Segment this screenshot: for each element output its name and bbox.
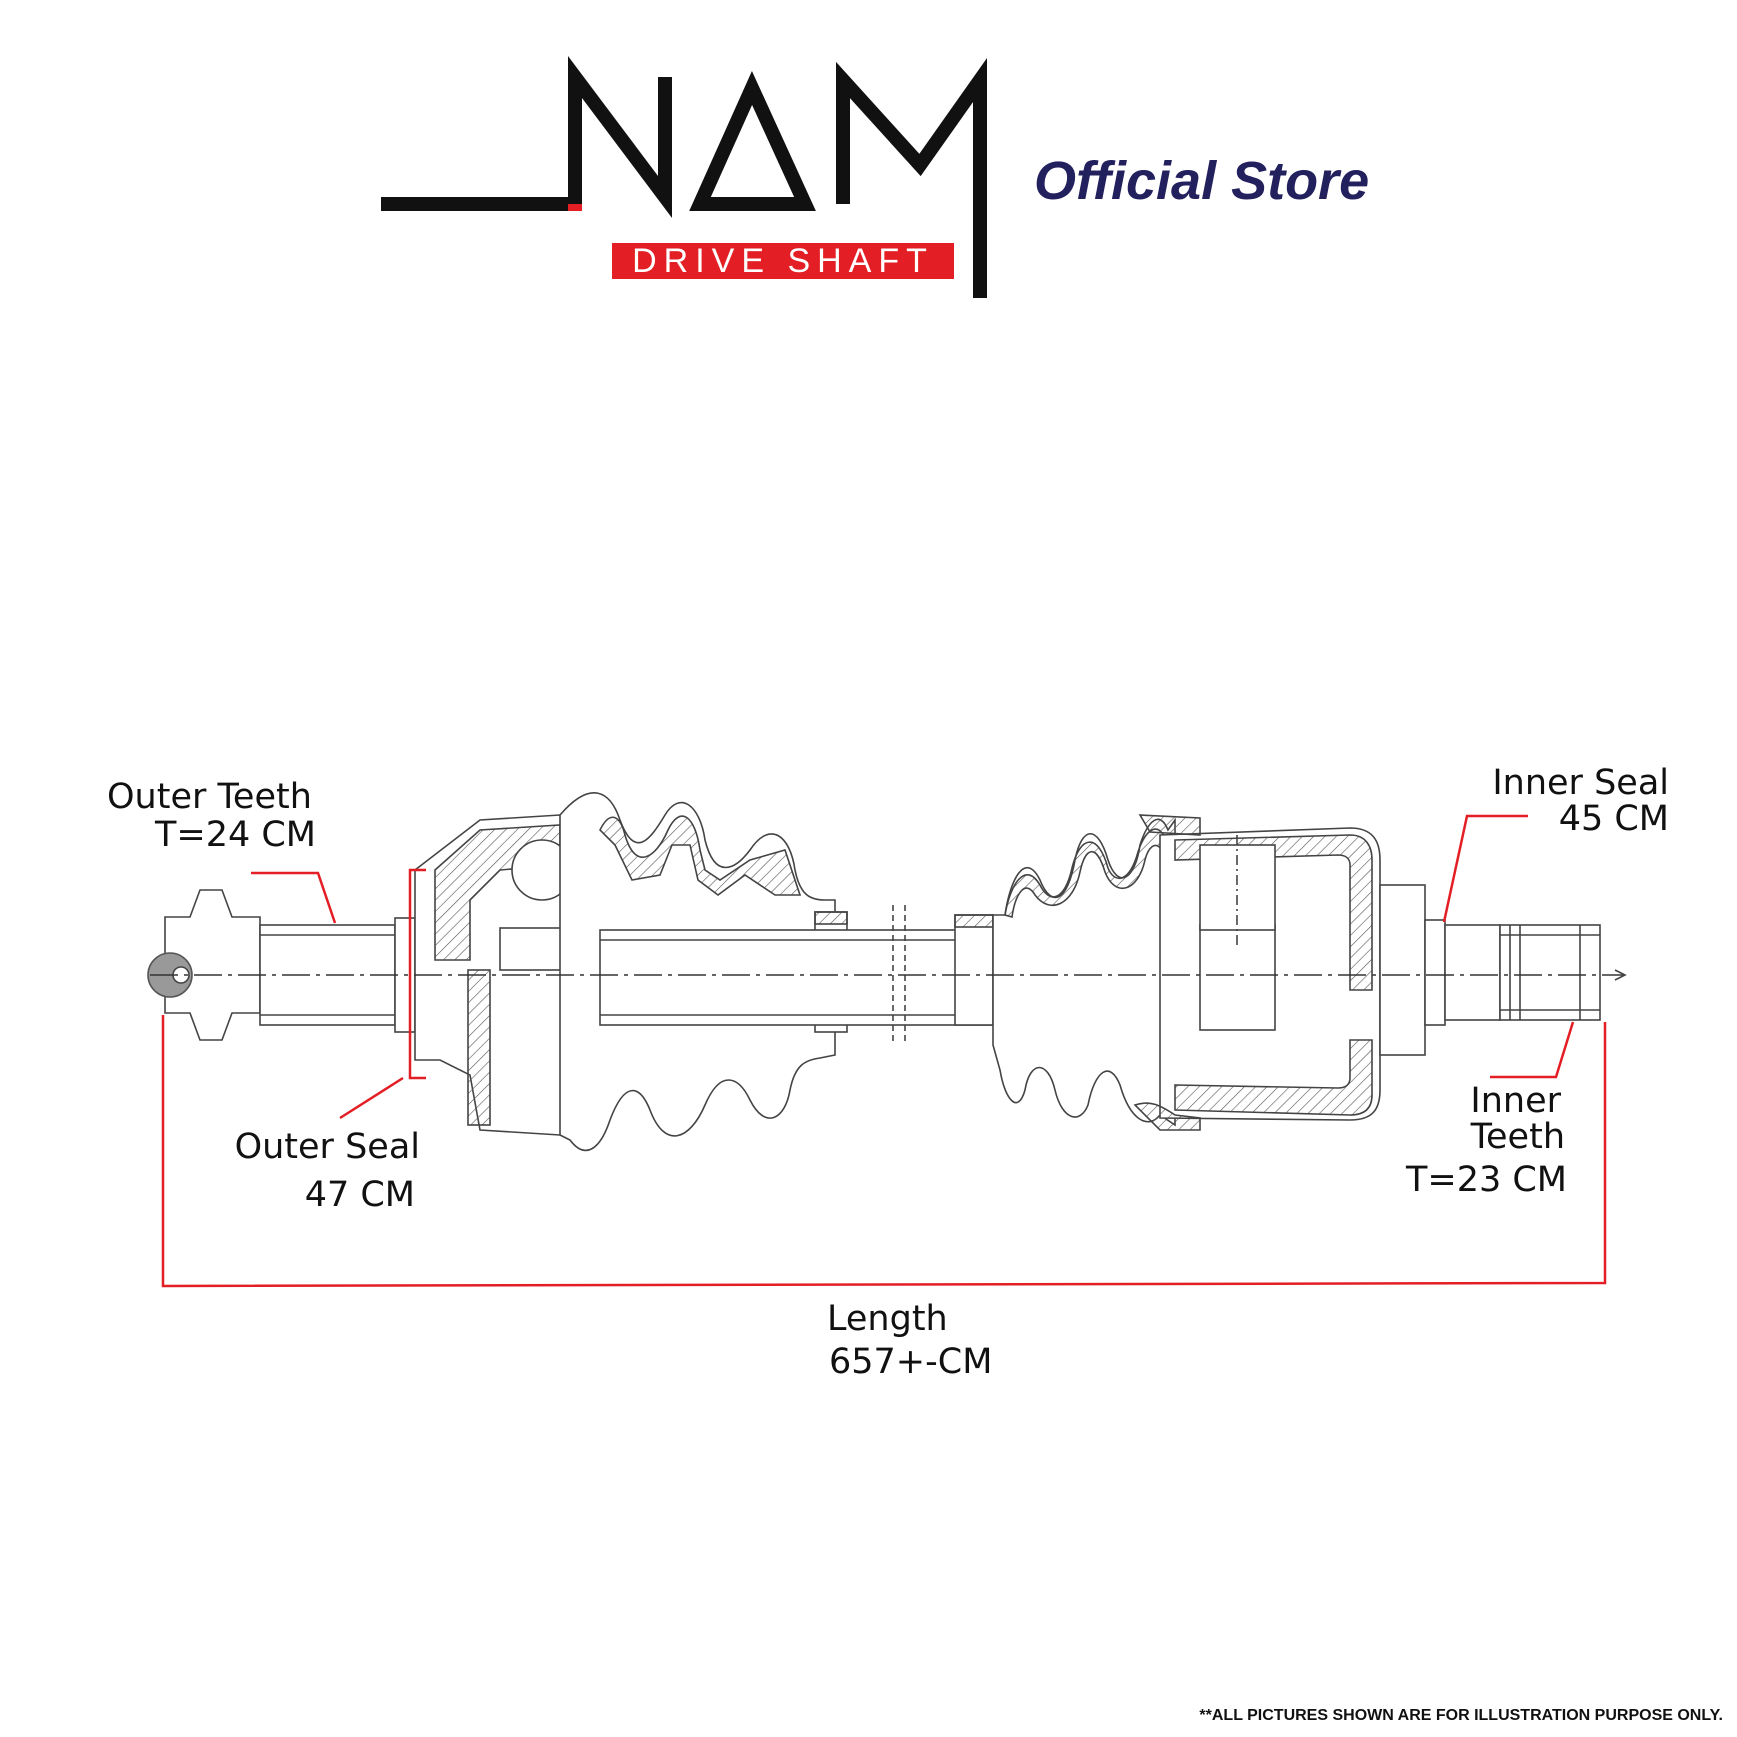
outer-teeth-title: Outer Teeth [107,777,312,817]
logo-letter-n [568,56,672,218]
length-dimension-line [161,1015,1607,1288]
inner-hub [1379,884,1426,1056]
inner-teeth-spline [1444,924,1501,1021]
store-label: Official Store [1034,151,1370,211]
logo-underline-bar [381,197,568,211]
length-value: 657+-CM [829,1342,993,1382]
length-title: Length [827,1299,948,1339]
outer-seal-title: Outer Seal [234,1127,420,1167]
nam-logo: DRIVE SHAFT [381,56,987,298]
outer-teeth-leader [251,871,337,924]
outer-seal-bracket [408,868,426,1080]
inner-teeth-title-line2: Teeth [1470,1117,1565,1157]
logo-label-bg [612,243,954,279]
outer-cv-cage [499,927,571,971]
outer-teeth-value: T=24 CM [155,815,317,855]
logo-sub-label: DRIVE SHAFT [632,242,934,280]
inner-seal-title: Inner Seal [1492,763,1669,803]
inner-seal-leader [1442,814,1528,923]
outer-boot-hatch [599,815,802,896]
abs-ring [467,969,491,1126]
disclaimer-text: **ALL PICTURES SHOWN ARE FOR ILLUSTRATIO… [1199,1707,1723,1724]
inner-seal-ring [1424,919,1446,1026]
outer-seal-leader [339,1076,404,1120]
inner-teeth-title-line1: Inner [1470,1081,1561,1121]
inner-seal-value: 45 CM [1558,799,1669,839]
inner-teeth-leader [1490,1021,1575,1079]
inner-housing-hatch-bottom [1174,1039,1373,1116]
outer-seal-value: 47 CM [304,1175,415,1215]
inner-boot-clamp [954,914,994,1026]
logo-letter-m [836,57,987,298]
inner-boot [992,817,1176,1127]
inner-teeth-value: T=23 CM [1405,1160,1567,1200]
inner-boot-band [1133,1102,1201,1131]
logo-letter-a [689,71,816,211]
